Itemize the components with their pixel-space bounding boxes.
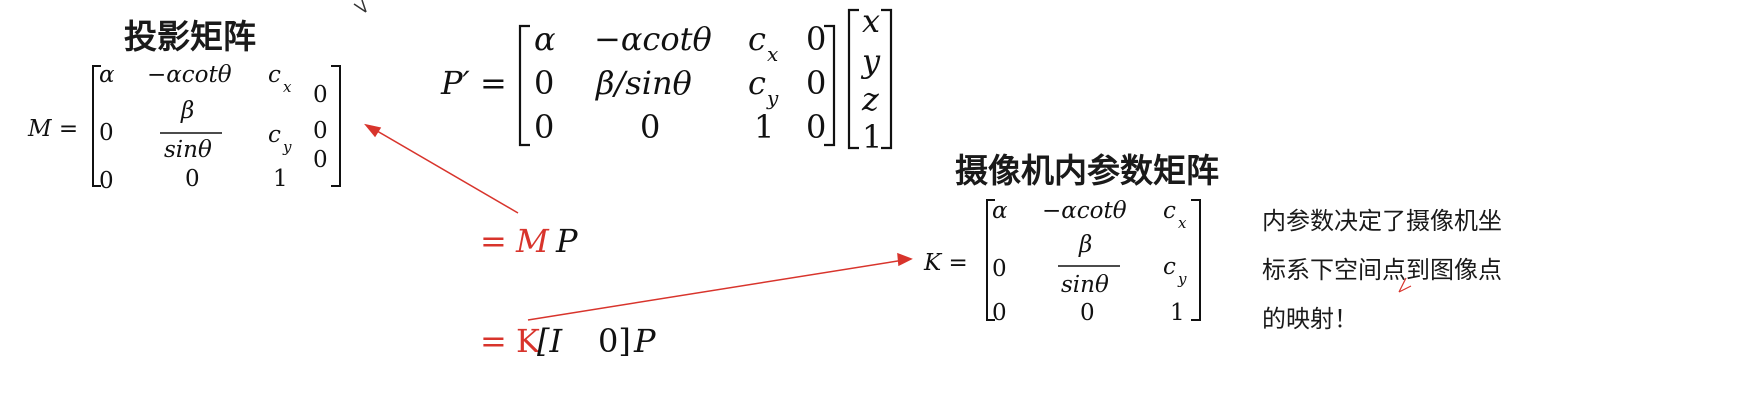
cell: c xyxy=(268,62,281,88)
cell: 0 xyxy=(534,108,555,146)
cell: α xyxy=(534,20,556,58)
matrix-M-lhs: M = xyxy=(28,116,79,142)
bracket-left xyxy=(847,8,859,150)
cell: 0 xyxy=(313,82,328,108)
equals-sign: = xyxy=(480,222,507,260)
note-line-3: 的映射！ xyxy=(1262,305,1358,333)
matrix-K-lhs: K = xyxy=(924,250,968,276)
cell: 0 xyxy=(185,166,200,192)
bracket-left xyxy=(518,24,530,147)
zero-close: 0] xyxy=(598,322,631,360)
arrow-to-M xyxy=(371,127,519,214)
bracket-right xyxy=(881,8,893,150)
heading-intrinsic-matrix: 摄像机内参数矩阵 xyxy=(955,151,1219,190)
cell: 1 xyxy=(754,108,775,146)
cell: β xyxy=(1079,232,1093,258)
subscript: y xyxy=(283,138,292,156)
symbol-P: P xyxy=(556,222,578,260)
subscript: x xyxy=(283,78,292,96)
cell: β/sinθ xyxy=(596,64,692,102)
symbol-K: K xyxy=(516,322,540,360)
matrix-P-lhs: P′ = xyxy=(441,64,507,102)
cell: 0 xyxy=(806,20,827,58)
vector-cell: 1 xyxy=(862,118,883,156)
cell: −αcotθ xyxy=(147,62,232,88)
cell: c xyxy=(1163,198,1176,224)
cell: −αcotθ xyxy=(1042,198,1127,224)
cell: 0 xyxy=(99,168,114,194)
subscript: y xyxy=(1178,270,1187,288)
heading-projection-matrix: 投影矩阵 xyxy=(124,17,256,56)
symbol-P: P xyxy=(634,322,656,360)
vector-cell: z xyxy=(862,80,879,118)
cell: c xyxy=(748,64,766,102)
subscript: x xyxy=(1178,214,1187,232)
vector-cell: y xyxy=(862,42,881,80)
cell: 0 xyxy=(806,108,827,146)
identity-open: [I xyxy=(537,322,563,360)
cell: sinθ xyxy=(164,137,212,163)
cell: 0 xyxy=(313,118,328,144)
cell: α xyxy=(992,198,1008,224)
cell: c xyxy=(748,20,766,58)
corner-mark xyxy=(353,0,367,13)
bracket-right xyxy=(331,65,341,187)
cell: c xyxy=(268,122,281,148)
subscript: x xyxy=(767,42,779,66)
note-line-2: 标系下空间点到图像点 xyxy=(1262,256,1502,284)
cell: 0 xyxy=(992,256,1007,282)
cell: 0 xyxy=(640,108,661,146)
bracket-right xyxy=(1191,199,1201,321)
vector-cell: x xyxy=(862,2,881,40)
arrow-to-K xyxy=(527,259,905,321)
symbol-M: M xyxy=(516,222,549,260)
cell: 0 xyxy=(99,120,114,146)
cell: 1 xyxy=(1170,300,1185,326)
note-line-1: 内参数决定了摄像机坐 xyxy=(1262,207,1502,235)
cell: c xyxy=(1163,254,1176,280)
cell: sinθ xyxy=(1061,272,1109,298)
cell: 0 xyxy=(1080,300,1095,326)
cell: 0 xyxy=(992,300,1007,326)
cell: −αcotθ xyxy=(594,20,712,58)
arrowhead-to-K xyxy=(897,252,913,267)
subscript: y xyxy=(767,86,779,110)
cell: α xyxy=(99,62,115,88)
arrows xyxy=(364,123,913,321)
cell: 0 xyxy=(534,64,555,102)
cell: 1 xyxy=(273,166,288,192)
cell: β xyxy=(181,98,195,124)
equals-sign: = xyxy=(480,322,507,360)
cell: 0 xyxy=(313,147,328,173)
cell: 0 xyxy=(806,64,827,102)
arrowhead-to-M xyxy=(364,123,382,138)
